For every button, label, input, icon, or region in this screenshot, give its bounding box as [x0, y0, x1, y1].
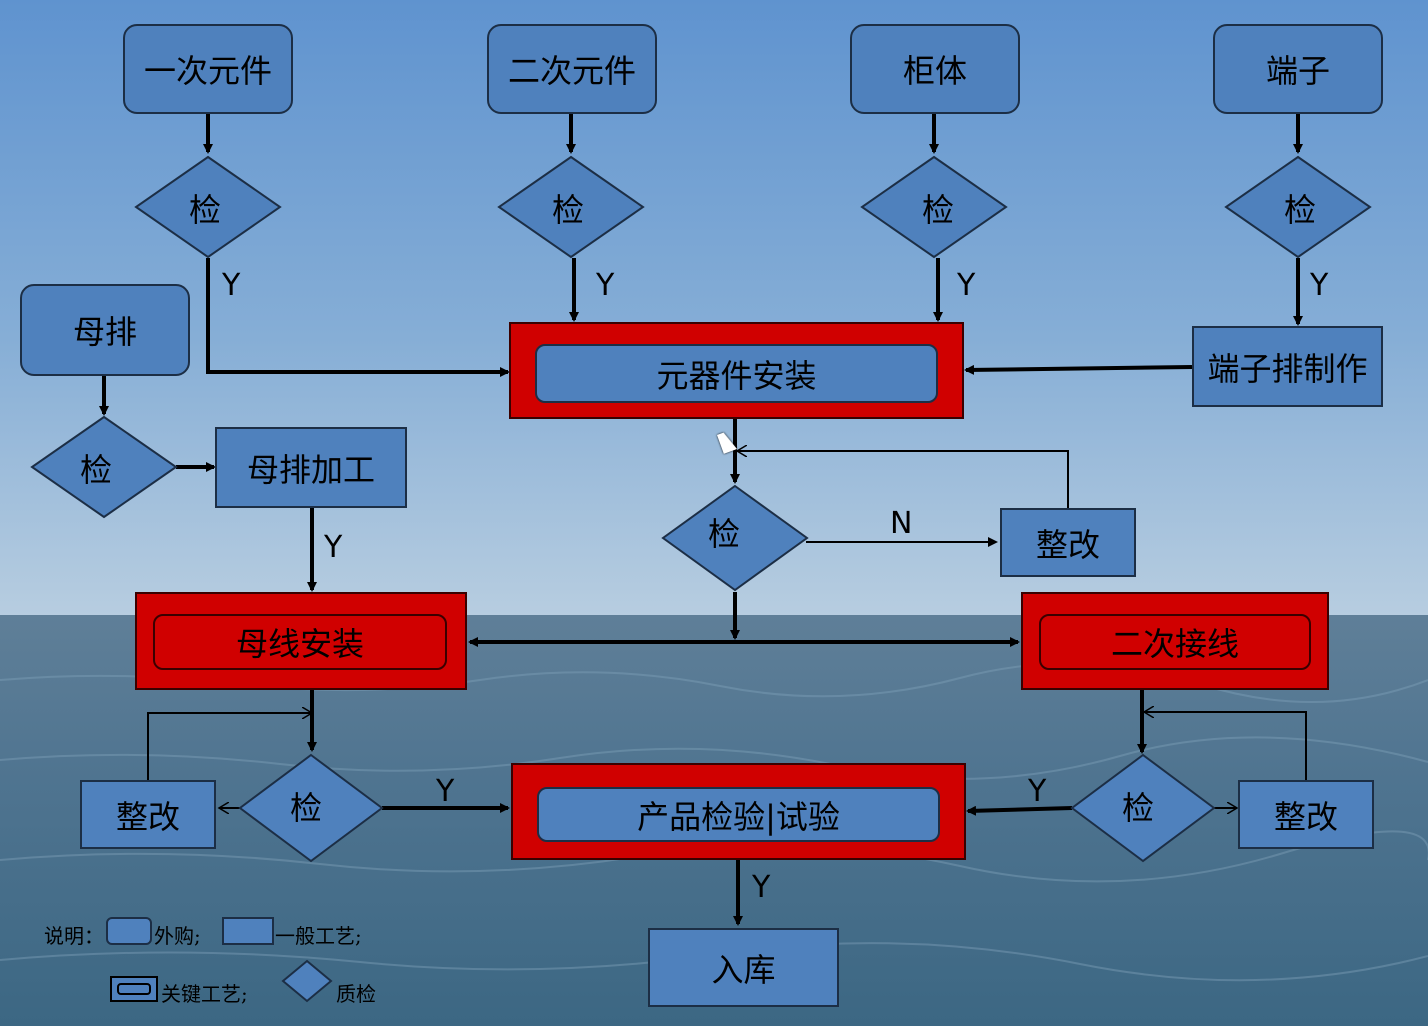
legend-quality-label: 质检	[336, 982, 376, 1006]
inspection-label: 检	[79, 451, 113, 489]
inspection-diamond-cabinet	[860, 155, 1008, 259]
edge-label-yes: Y	[596, 268, 615, 303]
legend-prefix: 说明：	[44, 924, 104, 948]
node-label: 整改	[115, 797, 180, 836]
node-label: 产品检验|试验	[637, 797, 840, 836]
inspection-diamond-terminal	[1224, 155, 1372, 259]
inspection-diamond-primary	[134, 155, 282, 259]
inspection-label: 检	[1121, 789, 1155, 827]
edge-label-yes: Y	[957, 268, 976, 303]
edge-label-yes: Y	[1310, 268, 1329, 303]
node-terminal: 端子	[1213, 24, 1383, 114]
node-cabinet: 柜体	[850, 24, 1020, 114]
inspection-label: 检	[1283, 191, 1317, 229]
node-label: 元器件安装	[656, 356, 817, 395]
node-label: 整改	[1273, 797, 1338, 836]
node-label: 二次接线	[1110, 625, 1239, 663]
node-label: 柜体	[902, 52, 967, 90]
node-terminal-strip-making: 端子排制作	[1192, 326, 1383, 407]
edge-label-yes: Y	[324, 530, 343, 565]
legend-purchased-label: 外购;	[154, 924, 201, 948]
node-busbar: 母排	[20, 284, 190, 376]
node-product-test: 产品检验|试验	[511, 763, 966, 860]
legend-key-label: 关键工艺;	[161, 982, 248, 1006]
node-label: 整改	[1035, 525, 1100, 564]
inspection-diamond-busbar-install	[238, 753, 384, 863]
inspection-label: 检	[921, 191, 955, 229]
legend-general-label: 一般工艺;	[275, 924, 362, 948]
inspection-label: 检	[551, 191, 585, 229]
node-secondary-wiring: 二次接线	[1021, 592, 1329, 690]
node-label: 母排	[72, 313, 137, 351]
legend-key-icon	[110, 976, 158, 1002]
inspection-label: 检	[289, 789, 323, 827]
edge-label-no: N	[890, 506, 913, 541]
edge-label-yes: Y	[1028, 774, 1047, 809]
legend-general-icon	[222, 917, 274, 945]
node-warehousing: 入库	[648, 928, 839, 1007]
node-label: 端子	[1265, 52, 1330, 90]
inspection-diamond-busbar	[30, 415, 178, 519]
node-rectify-left: 整改	[80, 780, 216, 849]
inspection-diamond-secondary	[497, 155, 645, 259]
node-label-box: 二次接线	[1039, 614, 1311, 670]
node-label: 二次元件	[507, 52, 636, 90]
node-label-box: 母线安装	[153, 614, 447, 670]
node-rectify-right: 整改	[1238, 780, 1374, 849]
node-label: 一次元件	[143, 52, 272, 90]
node-label-box: 产品检验|试验	[537, 787, 940, 842]
node-label: 母排加工	[246, 450, 375, 489]
edge-label-yes: Y	[752, 870, 771, 905]
node-label: 母线安装	[235, 625, 364, 663]
edge-label-yes: Y	[436, 774, 455, 809]
node-component-installation: 元器件安装	[509, 322, 964, 419]
legend-purchased-icon	[106, 917, 152, 945]
node-primary-component: 一次元件	[123, 24, 293, 114]
node-busbar-processing: 母排加工	[215, 427, 407, 508]
inspection-diamond-installation	[661, 484, 809, 592]
node-label: 端子排制作	[1207, 349, 1368, 388]
node-label: 入库	[711, 950, 776, 989]
legend-key-icon-inner	[117, 983, 151, 995]
inspection-label: 检	[707, 515, 741, 553]
edge-label-yes: Y	[222, 268, 241, 303]
node-rectify-top: 整改	[1000, 508, 1136, 577]
inspection-label: 检	[188, 191, 222, 229]
legend-diamond-icon	[281, 959, 333, 1003]
node-label-box: 元器件安装	[535, 344, 938, 403]
node-busbar-installation: 母线安装	[135, 592, 467, 690]
inspection-diamond-wiring	[1070, 753, 1216, 863]
node-secondary-component: 二次元件	[487, 24, 657, 114]
